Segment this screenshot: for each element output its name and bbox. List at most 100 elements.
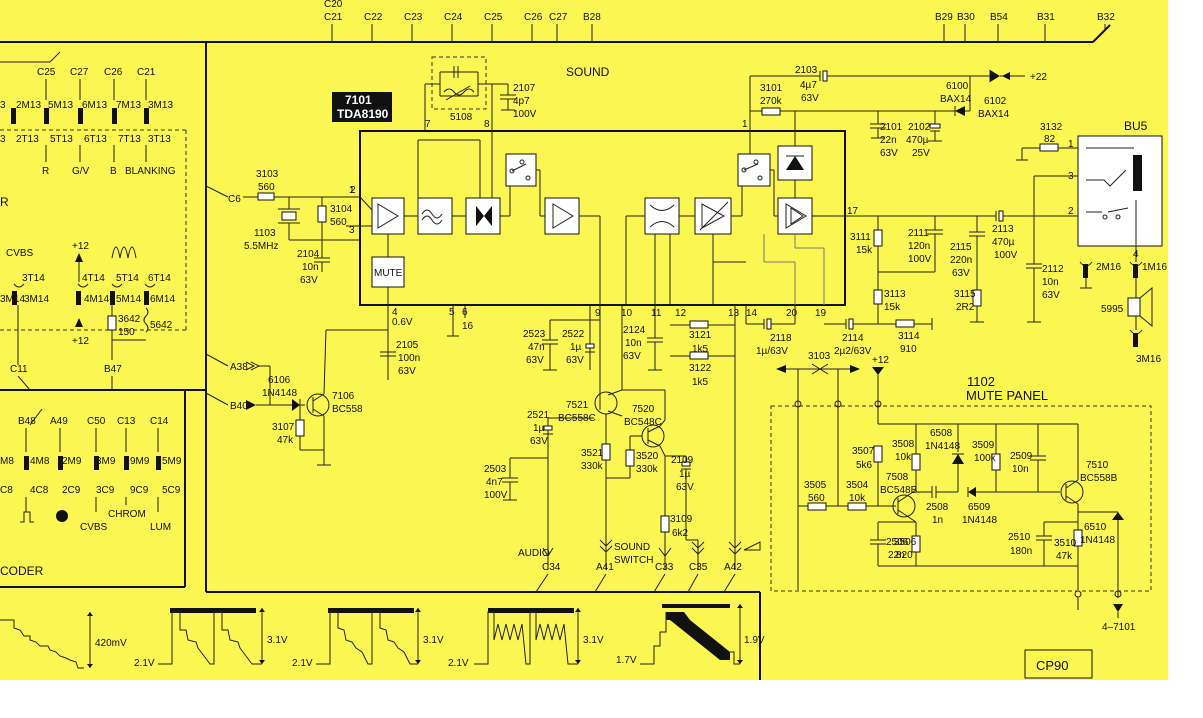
svg-text:10k: 10k bbox=[895, 452, 912, 463]
svg-text:3: 3 bbox=[349, 225, 355, 236]
svg-text:7510: 7510 bbox=[1086, 460, 1109, 471]
svg-text:63V: 63V bbox=[566, 355, 584, 366]
svg-text:SOUND: SOUND bbox=[566, 65, 610, 79]
svg-text:3121: 3121 bbox=[689, 330, 712, 341]
waveform-4: 3.1V 2.1V bbox=[448, 608, 604, 669]
svg-text:100V: 100V bbox=[994, 250, 1018, 261]
bu5-connector: BU5 1 3 2 4 3132 82 2M16 1M16 5995 bbox=[1016, 119, 1167, 365]
svg-text:3M13: 3M13 bbox=[148, 100, 173, 111]
top-ref-c21: C21 bbox=[324, 12, 343, 42]
svg-text:7: 7 bbox=[425, 119, 431, 130]
schematic-diagram: C20 C21 C22 C23 C24 C25 C26 C27 B28 B29 … bbox=[0, 0, 1167, 680]
svg-text:C25: C25 bbox=[484, 12, 503, 23]
svg-text:5T13: 5T13 bbox=[50, 134, 73, 145]
svg-text:3104: 3104 bbox=[330, 204, 353, 215]
svg-text:C27: C27 bbox=[70, 67, 89, 78]
svg-text:3.1V: 3.1V bbox=[267, 635, 288, 646]
svg-text:3109: 3109 bbox=[670, 514, 693, 525]
svg-text:560: 560 bbox=[258, 182, 275, 193]
svg-text:1N4148: 1N4148 bbox=[962, 515, 997, 526]
supply-network: 2103 4µ7 63V +22 6102 BAX14 3101 270k 61… bbox=[749, 65, 1047, 159]
top-ref-c22: C22 bbox=[364, 12, 383, 42]
svg-text:7T13: 7T13 bbox=[118, 134, 141, 145]
svg-text:CHROM: CHROM bbox=[108, 509, 146, 520]
waveform-2: 3.1V 2.1V bbox=[134, 608, 288, 669]
svg-text:5T14: 5T14 bbox=[116, 273, 139, 284]
ic-block-filter bbox=[417, 197, 453, 235]
svg-text:1µ: 1µ bbox=[679, 469, 691, 480]
svg-text:150: 150 bbox=[118, 327, 135, 338]
svg-text:C34: C34 bbox=[542, 562, 561, 573]
svg-text:1.9V: 1.9V bbox=[744, 635, 765, 646]
svg-text:7521: 7521 bbox=[566, 400, 589, 411]
svg-text:BC548B: BC548B bbox=[880, 485, 918, 496]
svg-text:10n: 10n bbox=[302, 262, 319, 273]
svg-text:2M9: 2M9 bbox=[62, 456, 82, 467]
svg-text:47n: 47n bbox=[528, 342, 545, 353]
svg-text:2: 2 bbox=[350, 185, 356, 196]
svg-text:BAX14: BAX14 bbox=[978, 109, 1010, 120]
svg-text:1µ/63V: 1µ/63V bbox=[756, 346, 788, 357]
svg-text:A41: A41 bbox=[596, 562, 614, 573]
svg-text:3M16: 3M16 bbox=[1136, 354, 1161, 365]
svg-text:6106: 6106 bbox=[268, 375, 291, 386]
svg-text:BLANKING: BLANKING bbox=[125, 166, 176, 177]
svg-text:6510: 6510 bbox=[1084, 522, 1107, 533]
svg-text:BU5: BU5 bbox=[1124, 119, 1148, 133]
svg-text:MUTE: MUTE bbox=[374, 268, 403, 279]
sound-section-header: SOUND 7101 TDA8190 bbox=[332, 65, 610, 122]
svg-text:4M8: 4M8 bbox=[30, 456, 50, 467]
left-decoder-section: B48 A49 C50 C13 C14 M8 4M8 2M9 3M9 9M9 5… bbox=[0, 408, 182, 578]
svg-text:BC558B: BC558B bbox=[1080, 473, 1118, 484]
svg-text:63V: 63V bbox=[623, 351, 641, 362]
svg-text:63V: 63V bbox=[801, 93, 819, 104]
svg-text:4M14: 4M14 bbox=[84, 294, 109, 305]
svg-text:63V: 63V bbox=[1042, 290, 1060, 301]
mute-input-network: 0.6V 2105 100n 63V A38 B40 6106 1N4148 7… bbox=[205, 305, 420, 466]
svg-text:5642: 5642 bbox=[150, 320, 173, 331]
svg-text:4p7: 4p7 bbox=[513, 96, 530, 107]
svg-text:2503: 2503 bbox=[484, 464, 507, 475]
svg-text:1n: 1n bbox=[932, 515, 943, 526]
top-ref-b32: B32 bbox=[1097, 12, 1115, 30]
svg-text:100V: 100V bbox=[908, 254, 932, 265]
svg-text:22n: 22n bbox=[880, 135, 897, 146]
svg-text:82: 82 bbox=[1044, 134, 1056, 145]
svg-text:10k: 10k bbox=[849, 493, 866, 504]
board-label: CP90 bbox=[1036, 658, 1069, 673]
svg-text:A49: A49 bbox=[50, 416, 68, 427]
frame-lines bbox=[0, 24, 1152, 680]
svg-text:330k: 330k bbox=[581, 461, 604, 472]
svg-text:1k5: 1k5 bbox=[692, 344, 709, 355]
svg-text:+22: +22 bbox=[1030, 72, 1047, 83]
svg-text:63V: 63V bbox=[676, 482, 694, 493]
svg-text:9M9: 9M9 bbox=[130, 456, 150, 467]
svg-text:3103: 3103 bbox=[808, 351, 831, 362]
svg-text:3508: 3508 bbox=[892, 439, 915, 450]
svg-text:8: 8 bbox=[484, 119, 490, 130]
svg-text:63V: 63V bbox=[952, 268, 970, 279]
svg-text:C50: C50 bbox=[87, 416, 106, 427]
svg-text:1µ: 1µ bbox=[533, 423, 545, 434]
top-connectors: C20 C21 C22 C23 C24 C25 C26 C27 B28 B29 … bbox=[324, 0, 1115, 42]
svg-text:7520: 7520 bbox=[632, 404, 655, 415]
audio-switch-network: 2523 47n 63V 2522 1µ 63V 7521 BC558C 252… bbox=[484, 305, 796, 570]
svg-text:C35: C35 bbox=[689, 562, 708, 573]
svg-text:1N4148: 1N4148 bbox=[925, 441, 960, 452]
svg-text:C33: C33 bbox=[655, 562, 674, 573]
svg-text:820: 820 bbox=[896, 550, 913, 561]
svg-text:C21: C21 bbox=[324, 12, 343, 23]
svg-text:A38: A38 bbox=[230, 362, 248, 373]
svg-text:1: 1 bbox=[1068, 139, 1074, 150]
svg-text:560: 560 bbox=[330, 217, 347, 228]
svg-text:3520: 3520 bbox=[636, 451, 659, 462]
svg-text:3: 3 bbox=[0, 134, 6, 145]
svg-text:C24: C24 bbox=[444, 12, 463, 23]
svg-text:4µ7: 4µ7 bbox=[800, 80, 817, 91]
filter-5108: 5108 2107 4p7 100V bbox=[424, 56, 537, 131]
svg-text:C26: C26 bbox=[524, 12, 543, 23]
svg-text:3642: 3642 bbox=[118, 314, 141, 325]
svg-text:3M9: 3M9 bbox=[96, 456, 116, 467]
svg-text:4: 4 bbox=[392, 307, 398, 318]
svg-text:2µ2/63V: 2µ2/63V bbox=[834, 346, 872, 357]
